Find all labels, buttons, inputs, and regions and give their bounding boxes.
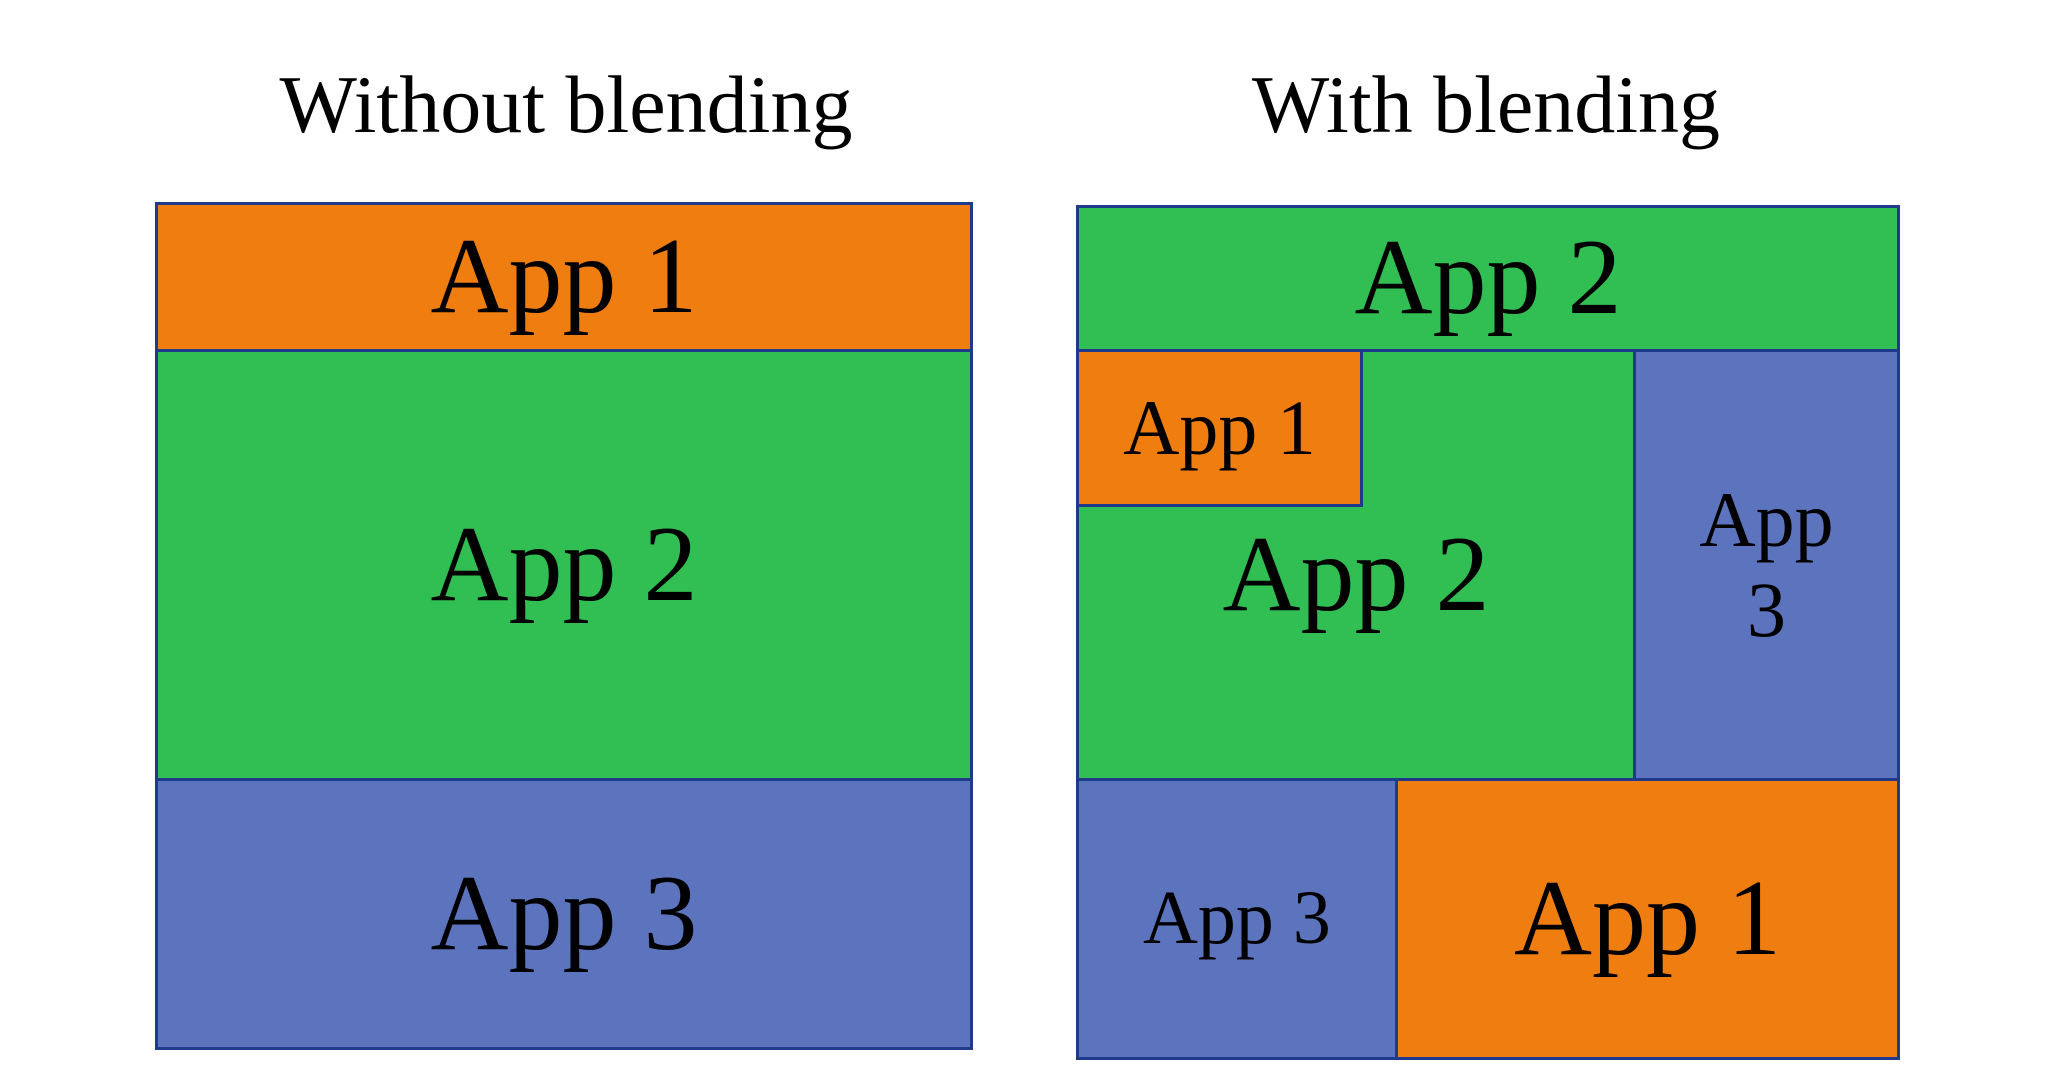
with-blending-panel: App 2 App 2 App 1 App 3 App 3 App 1 — [1076, 205, 1900, 1060]
app3-block: App 3 — [155, 778, 973, 1050]
title-with-blending: With blending — [1251, 59, 1721, 150]
app2-top-label: App 2 — [1354, 218, 1622, 338]
app3-bottom-label: App 3 — [1143, 876, 1331, 961]
app1-small-label: App 1 — [1123, 384, 1316, 472]
app2-block: App 2 — [155, 349, 973, 781]
without-blending-panel: App 1 App 2 App 3 — [155, 202, 973, 1050]
app1-small-block: App 1 — [1076, 349, 1363, 507]
app1-block: App 1 — [155, 202, 973, 352]
app2-label: App 2 — [430, 504, 698, 624]
app3-right-block: App 3 — [1633, 349, 1900, 781]
app3-label: App 3 — [430, 853, 698, 973]
app1-bottom-label: App 1 — [1514, 858, 1781, 978]
app1-label: App 1 — [430, 216, 698, 336]
app3-bottom-block: App 3 — [1076, 778, 1398, 1060]
app2-middle-label: App 2 — [1222, 514, 1490, 634]
app2-top-block: App 2 — [1076, 205, 1900, 352]
app1-bottom-block: App 1 — [1395, 778, 1900, 1060]
app3-right-label-line1: App — [1699, 476, 1834, 564]
title-without-blending: Without blending — [279, 59, 853, 150]
app3-right-label-line2: 3 — [1747, 566, 1786, 653]
